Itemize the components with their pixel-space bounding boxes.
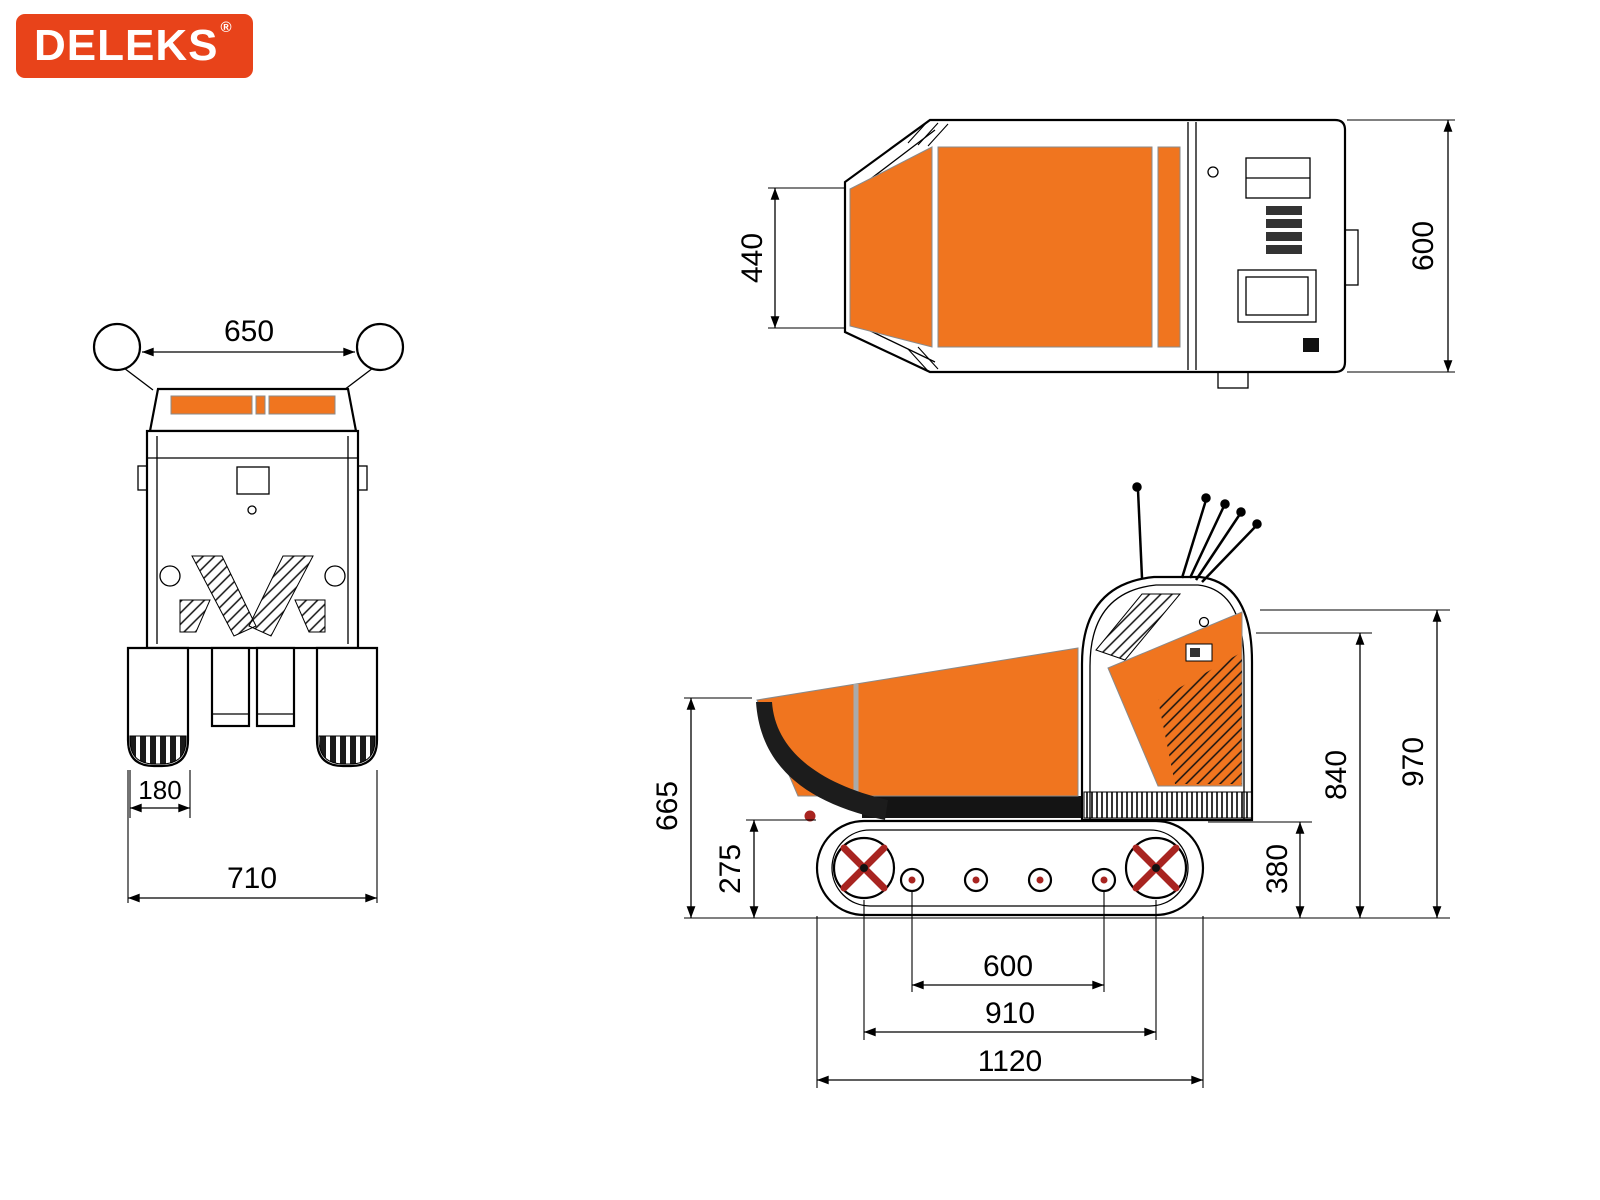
engine-grille <box>179 555 326 637</box>
dim-665: 665 <box>651 697 752 918</box>
top-view: 440 600 <box>736 118 1455 389</box>
tie-down-left <box>137 465 148 491</box>
dim-label-275: 275 <box>714 844 747 894</box>
handle-knob-right <box>355 322 405 372</box>
dim-label-910: 910 <box>985 997 1035 1030</box>
transmission-housing <box>210 646 296 728</box>
body-panel <box>145 429 360 650</box>
dim-840: 840 <box>1256 632 1372 918</box>
logo-text: DELEKS <box>34 21 219 70</box>
dim-label-665: 665 <box>651 781 684 831</box>
dim-label-650: 650 <box>224 315 274 348</box>
pivot-pin <box>804 810 816 822</box>
dim-label-380: 380 <box>1261 844 1294 894</box>
skip-rim-strip <box>170 395 253 415</box>
handle-knob-left <box>92 322 142 372</box>
skip-top-nose <box>849 146 933 348</box>
sprocket-rear <box>1124 836 1188 900</box>
dim-label-180: 180 <box>138 775 181 805</box>
cab-body <box>1080 575 1254 822</box>
logo-registered-icon: ® <box>220 19 233 36</box>
sprocket-front <box>832 836 896 900</box>
tie-down-right <box>357 465 368 491</box>
road-wheels <box>899 867 1117 893</box>
hydraulic-plate <box>236 466 270 495</box>
dim-180: 180 <box>129 770 191 818</box>
skip-tip-frame <box>756 702 888 820</box>
dim-650: 650 <box>142 315 355 357</box>
dim-label-840: 840 <box>1320 750 1353 800</box>
skip-top-main <box>937 146 1153 348</box>
drawbar-stub <box>1217 371 1249 389</box>
dim-275: 275 <box>714 819 816 918</box>
control-levers <box>1132 482 1262 583</box>
dim-380: 380 <box>1208 821 1312 918</box>
skip-top-strip <box>1157 146 1181 348</box>
deleks-logo: DELEKS® <box>16 14 253 78</box>
dim-710: 710 <box>127 770 378 903</box>
side-view: 665 275 380 840 970 <box>651 482 1450 1088</box>
dim-600-top: 600 <box>1347 119 1455 373</box>
dim-910: 910 <box>863 900 1157 1040</box>
track-side <box>815 819 1205 917</box>
front-view: 650 180 710 <box>92 315 405 903</box>
dim-label-710: 710 <box>227 862 277 895</box>
dim-label-1120: 1120 <box>978 1045 1043 1078</box>
left-track-front <box>126 646 190 768</box>
dim-label-600-top: 600 <box>1407 221 1440 271</box>
dim-440: 440 <box>736 187 845 329</box>
dim-label-970: 970 <box>1397 737 1430 787</box>
engine-deck-details <box>1187 122 1359 389</box>
dim-600-side: 600 <box>911 892 1105 992</box>
dim-label-440: 440 <box>736 233 769 283</box>
handlebar-stub <box>1344 229 1359 286</box>
dim-label-600-side: 600 <box>983 950 1033 983</box>
dim-1120: 1120 <box>816 916 1204 1088</box>
right-track-front <box>315 646 379 768</box>
dim-970: 970 <box>1260 609 1450 918</box>
